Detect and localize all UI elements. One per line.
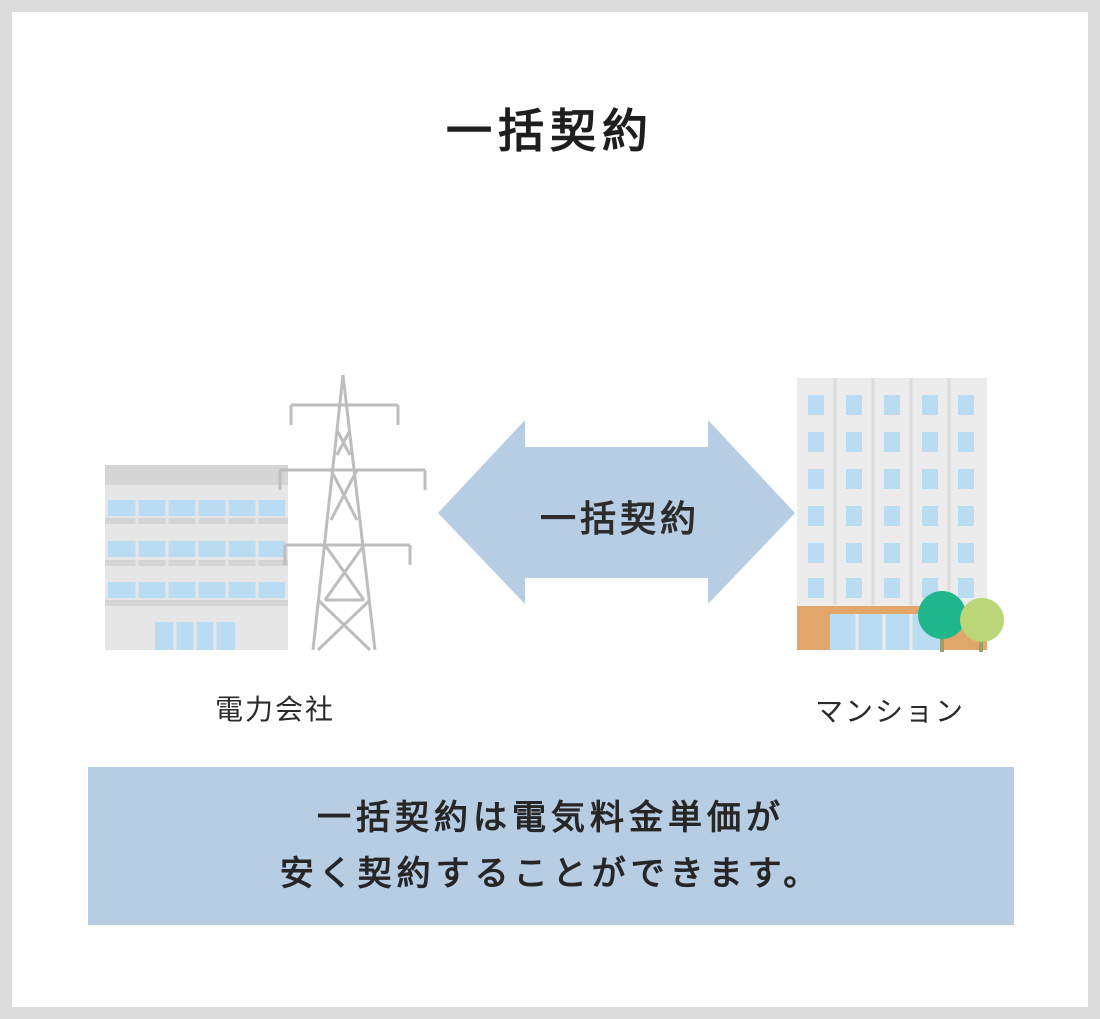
- power-pylon-icon: [280, 375, 425, 650]
- office-building-icon: [105, 465, 288, 650]
- info-line-2: 安く契約することができます。: [280, 846, 823, 902]
- info-box: 一括契約は電気料金単価が 安く契約することができます。: [88, 767, 1014, 925]
- arrow-label: 一括契約: [500, 490, 740, 542]
- apartment-label: マンション: [790, 690, 990, 730]
- info-line-1: 一括契約は電気料金単価が: [317, 790, 785, 846]
- power-company-label: 電力会社: [180, 688, 370, 728]
